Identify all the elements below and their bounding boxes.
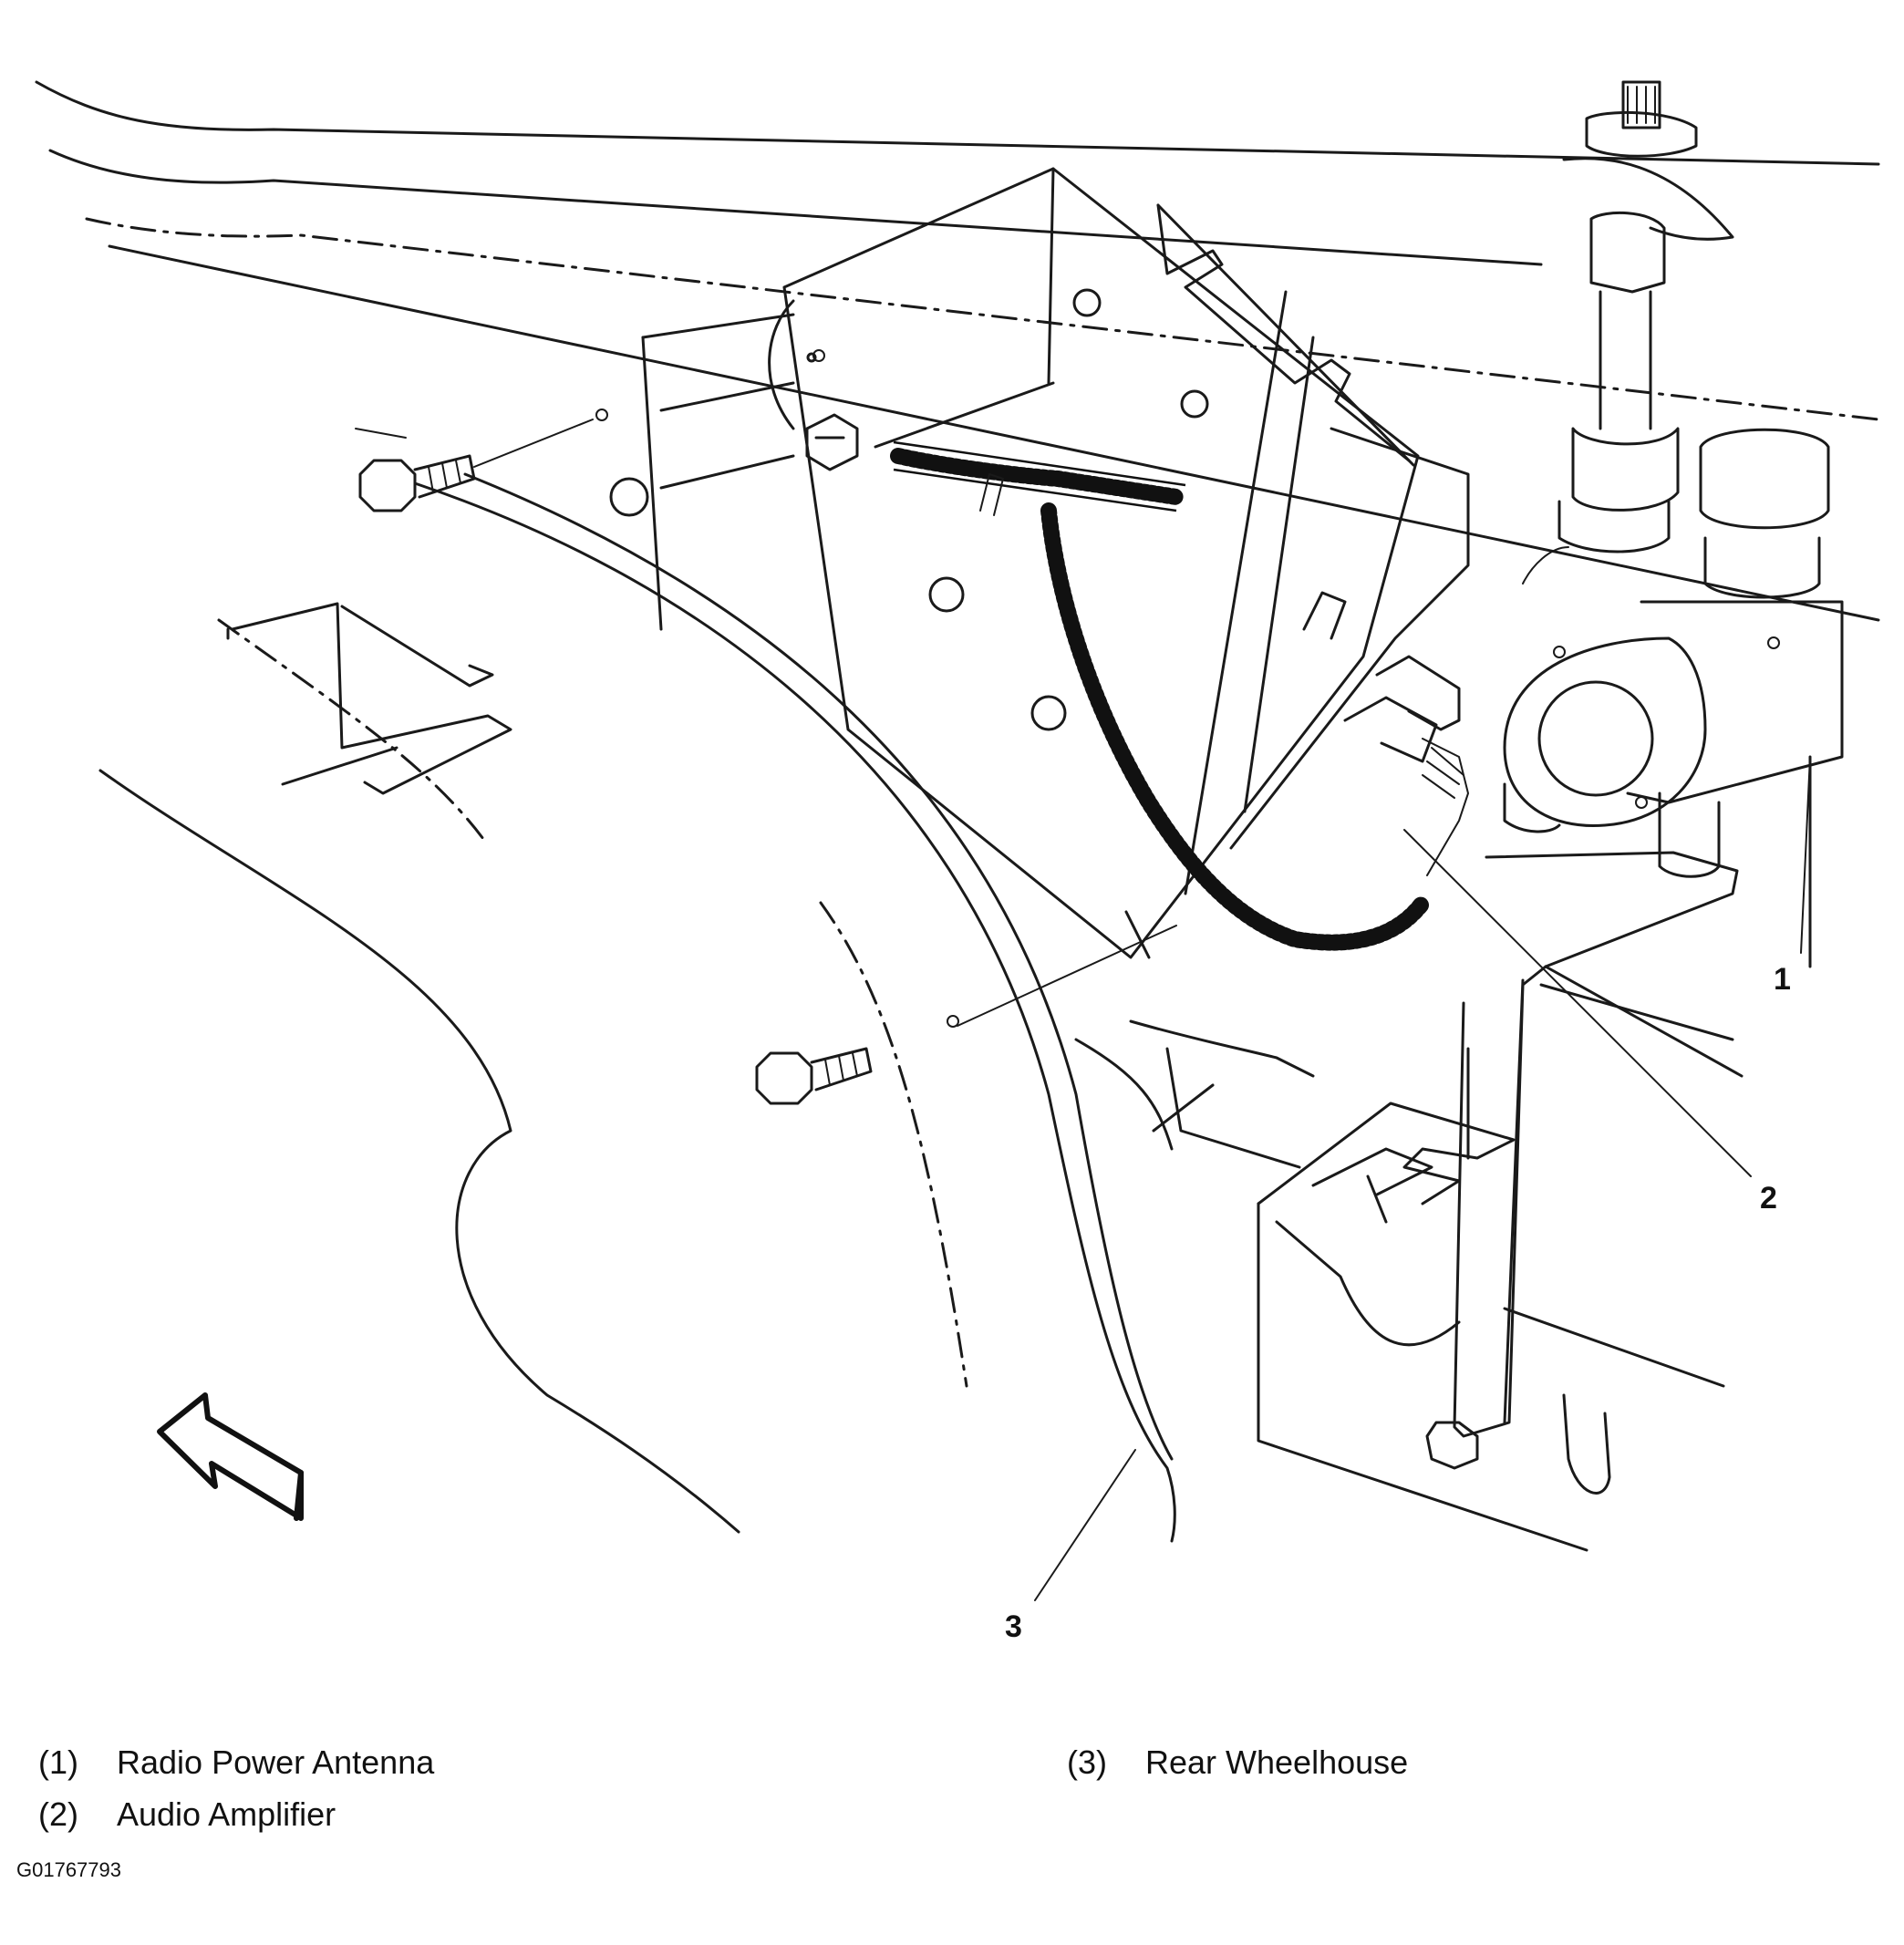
radio-power-antenna — [1503, 80, 1844, 968]
callout-2: 2 — [1760, 1181, 1777, 1216]
floor-bracket-left — [231, 602, 512, 795]
legend-label: Rear Wheelhouse — [1145, 1743, 1409, 1781]
antenna-mount-bracket — [1425, 851, 1744, 1470]
legend-num: (3) — [1067, 1743, 1107, 1781]
lower-support-structure — [1074, 1019, 1725, 1552]
upper-body-panel — [35, 80, 1880, 622]
legend-item-3: (3) Rear Wheelhouse — [1067, 1746, 1408, 1779]
amplifier-mount-bracket — [641, 313, 1470, 850]
legend-item-2: (2) Audio Amplifier — [38, 1798, 336, 1831]
legend-num: (1) — [38, 1743, 78, 1781]
front-direction-arrow — [157, 1392, 304, 1521]
lower-bolt — [755, 925, 1177, 1105]
wiring-harness — [890, 440, 1431, 951]
figure-code: G01767793 — [16, 1858, 121, 1881]
body-side-panel — [98, 472, 1176, 1543]
callout-3: 3 — [1005, 1609, 1022, 1644]
legend-label: Audio Amplifier — [117, 1795, 336, 1833]
amplifier-connector — [1302, 591, 1469, 876]
callout-leaders — [1034, 756, 1811, 1601]
audio-amplifier-box — [768, 167, 1420, 959]
legend-num: (2) — [38, 1795, 78, 1833]
legend-label: Radio Power Antenna — [117, 1743, 435, 1781]
legend-item-1: (1) Radio Power Antenna — [38, 1746, 434, 1779]
callout-1: 1 — [1774, 962, 1791, 997]
upper-bolt — [355, 349, 825, 517]
exploded-view-illustration: 1 2 3 — [35, 80, 1880, 1644]
